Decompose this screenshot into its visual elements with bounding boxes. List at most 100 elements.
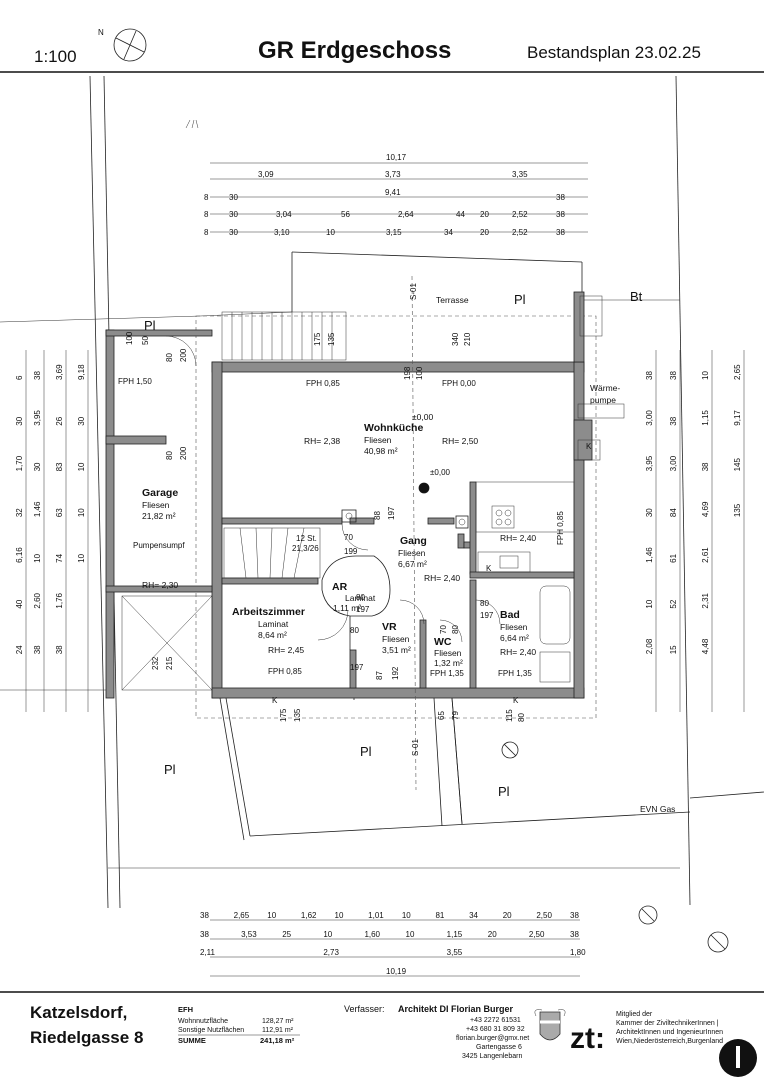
- dim-bottom-row1-4: 10: [335, 911, 344, 920]
- level-marker: ±0,00: [412, 412, 433, 422]
- room-gang-area: 6,67 m²: [398, 559, 427, 569]
- dim-left-8: 3,95: [33, 410, 42, 426]
- dim-left-12: 2,60: [33, 592, 42, 608]
- fph-garage: FPH 1,50: [118, 377, 152, 386]
- plan-measure-28: 115: [505, 709, 514, 722]
- dim-top-r4-f: 44: [456, 210, 465, 219]
- dim-left-4: 6,16: [15, 547, 24, 563]
- plan-measure-9: 210: [463, 332, 472, 346]
- dim-top-r3-d: 38: [556, 193, 565, 202]
- dim-top-r4-c: 3,04: [276, 210, 292, 219]
- room-vr-floor: Fliesen: [382, 634, 410, 644]
- tree-symbol-3: [707, 931, 729, 953]
- dim-top-r3-a: 8: [204, 193, 209, 202]
- member-line-3: ArchitektInnen und IngenieurInnen: [616, 1029, 723, 1036]
- room-vr-area: 3,51 m²: [382, 645, 411, 655]
- room-gang-floor: Fliesen: [398, 548, 426, 558]
- dim-left-9: 30: [33, 462, 42, 471]
- dim-top-r4-a: 8: [204, 210, 209, 219]
- k-marker-4: K: [486, 564, 492, 573]
- plan-measure-7: 135: [327, 332, 336, 346]
- dim-right-12: 52: [669, 599, 678, 608]
- room-kitchen-rh: RH= 2,40: [500, 533, 536, 543]
- dim-top-r4-d: 56: [341, 210, 350, 219]
- dim-top-r5-f: 34: [444, 228, 453, 237]
- top-dimensions: 10,17 3,09 3,73 3,35 8 30 9,41 38 8 30 3…: [204, 153, 588, 237]
- dim-top-r5-c: 3,10: [274, 228, 290, 237]
- north-arrow-icon: N: [98, 28, 147, 62]
- dim-top-r2-b: 3,73: [385, 170, 401, 179]
- waermepumpe-label-1: Wärme-: [590, 383, 620, 393]
- room-wc-name: WC: [434, 636, 452, 648]
- section-top: S-01: [409, 283, 418, 300]
- fph-bad: FPH 1,35: [498, 669, 532, 678]
- dim-left-11: 10: [33, 553, 42, 562]
- dim-right-11: 61: [669, 553, 678, 562]
- dim-top-r4-g: 20: [480, 210, 489, 219]
- plan-measure-1: 50: [141, 336, 150, 345]
- fph-wohnkueche-left: FPH 0,85: [306, 379, 340, 388]
- room-bad-rh: RH= 2,40: [500, 647, 536, 657]
- dim-right-24: 135: [733, 503, 742, 517]
- plan-measure-24: 87: [375, 671, 384, 680]
- dim-left-1: 30: [15, 416, 24, 425]
- plan-measure-18: 80: [350, 626, 359, 635]
- plan-measure-20: 80: [480, 599, 489, 608]
- dim-bottom-row2-8: 2,50: [529, 930, 545, 939]
- room-vr-name: VR: [382, 621, 397, 633]
- dim-right-3: 30: [645, 508, 654, 517]
- dim-right-22: 9,17: [733, 410, 742, 426]
- site-lines: [0, 75, 764, 909]
- doors: [121, 335, 501, 691]
- plan-measure-8: 340: [451, 332, 460, 346]
- member-line-1: Mitglied der: [616, 1011, 653, 1018]
- plan-measure-31: 215: [165, 656, 174, 670]
- dim-right-10: 84: [669, 508, 678, 517]
- dim-bottom-row1-5: 1,01: [368, 911, 384, 920]
- dim-left-7: 38: [33, 371, 42, 380]
- dim-top-r4-i: 38: [556, 210, 565, 219]
- dim-right-6: 2,08: [645, 638, 654, 654]
- plan-measure-3: 200: [179, 348, 188, 362]
- pl-left: Pl: [164, 762, 176, 777]
- dim-top-r2-c: 3,35: [512, 170, 528, 179]
- room-wc-floor: Fliesen: [434, 648, 462, 658]
- dim-left-15: 26: [55, 416, 64, 425]
- plan-measure-29: 80: [517, 713, 526, 722]
- dim-bottom-row1-2: 10: [267, 911, 276, 920]
- phone-1: +43 2272 61531: [470, 1017, 521, 1024]
- walls: [105, 291, 593, 699]
- header: 1:100 N GR Erdgeschoss Bestandsplan 23.0…: [0, 28, 764, 73]
- plan-measure-5: 200: [179, 446, 188, 460]
- dim-right-8: 38: [669, 416, 678, 425]
- dim-right-1: 3,00: [645, 410, 654, 426]
- dim-bottom-row1-3: 1,62: [301, 911, 317, 920]
- fph-wc: FPH 1,35: [430, 669, 464, 678]
- dim-bottom-row3-2: 3,55: [447, 948, 463, 957]
- summe-label: SUMME: [178, 1036, 206, 1045]
- dim-bottom-row3-1: 2,73: [323, 948, 339, 957]
- dim-bottom-row2-6: 1,15: [447, 930, 463, 939]
- zt-logo: zt:: [570, 1022, 605, 1055]
- site-labels: Terrasse Pl Bt Pl Pl Pl Pl Wärme- pumpe …: [144, 283, 675, 814]
- plan-measure-17: 197: [356, 605, 370, 614]
- left-dimensions: 6301,70326,164024383,95301,46102,60383,6…: [15, 350, 89, 712]
- tree-symbol-1: [501, 741, 519, 759]
- dim-left-19: 1,76: [55, 592, 64, 608]
- room-gang-rh: RH= 2,40: [424, 573, 460, 583]
- tree-symbol-2: [638, 905, 658, 925]
- dim-bottom-row2-0: 38: [200, 930, 209, 939]
- plan-measure-11: 100: [415, 366, 424, 380]
- plan-measure-13: 199: [344, 547, 358, 556]
- dim-right-9: 3,00: [669, 455, 678, 471]
- dim-top-r2-a: 3,09: [258, 170, 274, 179]
- dim-right-14: 10: [701, 371, 710, 380]
- dim-bottom-row1-11: 38: [570, 911, 579, 920]
- plan-measure-26: 65: [437, 711, 446, 720]
- dim-right-23: 145: [733, 458, 742, 472]
- grass-icon: [185, 119, 199, 129]
- email: florian.burger@gmx.net: [456, 1035, 529, 1042]
- room-garage-pump: Pumpensumpf: [133, 541, 185, 550]
- plan-subtitle: Bestandsplan 23.02.25: [527, 43, 701, 62]
- verfasser-label: Verfasser:: [344, 1004, 385, 1014]
